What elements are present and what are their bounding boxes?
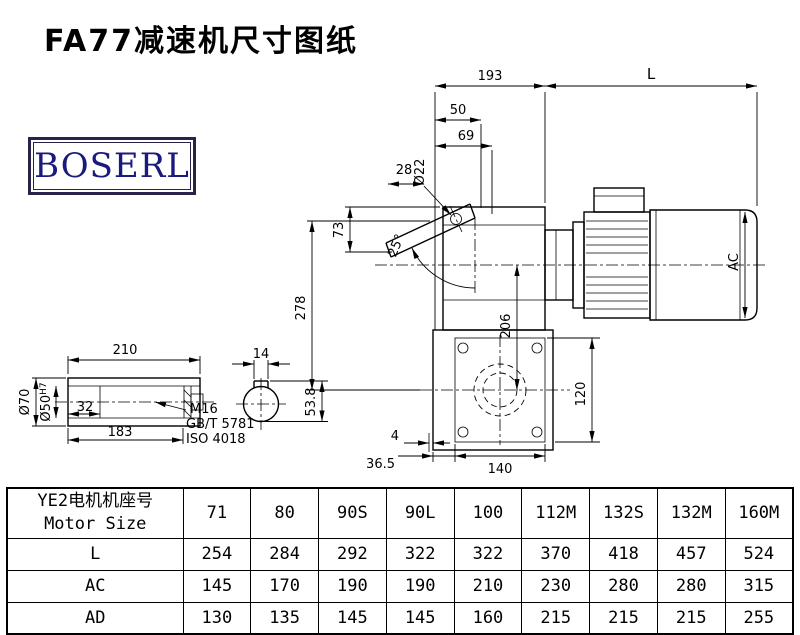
table-cell: 160 [453,601,523,635]
dim-50: 50 [450,103,467,118]
row-label-L: L [6,537,184,571]
table-cell: 190 [385,569,455,603]
size-col-90l: 90L [385,487,455,539]
table-cell: 215 [589,601,658,635]
table-header-row: YE2电机机座号 Motor Size 71 80 90S 90L 100 11… [6,487,794,539]
dim-120: 120 [574,382,589,407]
page-title: FA77减速机尺寸图纸 [44,24,359,59]
table-cell: 524 [724,537,794,571]
dim-dia22: Ø22 [413,159,428,186]
dim-140: 140 [488,462,513,477]
dim-183: 183 [108,425,133,440]
size-col-90s: 90S [318,487,387,539]
table-cell: 280 [589,569,658,603]
table-cell: 284 [250,537,320,571]
callout-m16: M16 [190,402,218,417]
dim-53-8: 53.8 [304,388,319,417]
dim-73: 73 [332,222,347,239]
motor [544,187,758,321]
table-cell: 315 [724,569,794,603]
size-col-100: 100 [453,487,523,539]
table-cell: 255 [724,601,794,635]
table-row-AC: AC 145 170 190 190 210 230 280 280 315 [6,569,794,603]
size-col-132s: 132S [589,487,658,539]
boserl-logo-text: BOSERL [34,146,190,186]
table-cell: 170 [250,569,320,603]
dim-69: 69 [458,129,475,144]
dim-206: 206 [499,314,514,339]
table-cell: 130 [182,601,252,635]
dim-32: 32 [77,400,94,415]
callout-iso4018: ISO 4018 [186,432,246,447]
hollow-shaft-detail: 210 32 183 Ø70 Ø50H7 M16 GB/T 5781 ISO 4… [18,343,255,447]
input-flange-plate [385,203,476,258]
dimensions: 193 L 50 69 Ø22 28 73 25° 278 206 AC [294,65,758,477]
size-col-160m: 160M [724,487,794,539]
table-cell: 145 [182,569,252,603]
motor-size-header: YE2电机机座号 Motor Size [6,487,184,539]
row-label-AC: AC [6,569,184,603]
table-cell: 215 [656,601,726,635]
table-cell: 190 [318,569,387,603]
row-label-AD: AD [6,601,184,635]
motor-size-header-cn: YE2电机机座号 [37,491,154,512]
table-cell: 145 [385,601,455,635]
table-cell: 418 [589,537,658,571]
table-cell: 215 [521,601,591,635]
table-cell: 322 [385,537,455,571]
fan-cowl [649,209,758,321]
table-cell: 145 [318,601,387,635]
gearbox-housing [420,206,570,451]
table-cell: 280 [656,569,726,603]
table-cell: 370 [521,537,591,571]
table-cell: 210 [453,569,523,603]
bore-section-detail: 14 53.8 [232,347,328,430]
dim-25deg: 25° [385,232,408,259]
table-cell: 322 [453,537,523,571]
motor-spec-table: YE2电机机座号 Motor Size 71 80 90S 90L 100 11… [6,487,794,635]
dim-AC: AC [727,253,742,271]
terminal-box [593,187,645,213]
motor-fins [586,220,648,310]
motor-size-header-en: Motor Size [44,514,147,535]
dim-210: 210 [113,343,138,358]
table-row-L: L 254 284 292 322 322 370 418 457 524 [6,537,794,571]
size-col-71: 71 [182,487,252,539]
dim-36-5: 36.5 [366,457,395,472]
dim-dia50h7: Ø50H7 [39,382,54,421]
size-col-132m: 132M [656,487,726,539]
table-cell: 135 [250,601,320,635]
table-cell: 254 [182,537,252,571]
dim-28: 28 [396,163,413,178]
dim-dia70: Ø70 [18,389,33,416]
dim-4: 4 [391,429,399,444]
size-col-80: 80 [250,487,320,539]
technical-drawing: 193 L 50 69 Ø22 28 73 25° 278 206 AC [18,65,768,477]
size-col-112m: 112M [521,487,591,539]
callout-gbt5781: GB/T 5781 [186,417,255,432]
dim-14: 14 [253,347,270,362]
dim-278: 278 [294,296,309,321]
table-row-AD: AD 130 135 145 145 160 215 215 215 255 [6,601,794,635]
table-cell: 230 [521,569,591,603]
dim-193: 193 [478,69,503,84]
dim-L: L [647,65,656,83]
table-cell: 292 [318,537,387,571]
boserl-logo: BOSERL [28,137,196,195]
table-cell: 457 [656,537,726,571]
